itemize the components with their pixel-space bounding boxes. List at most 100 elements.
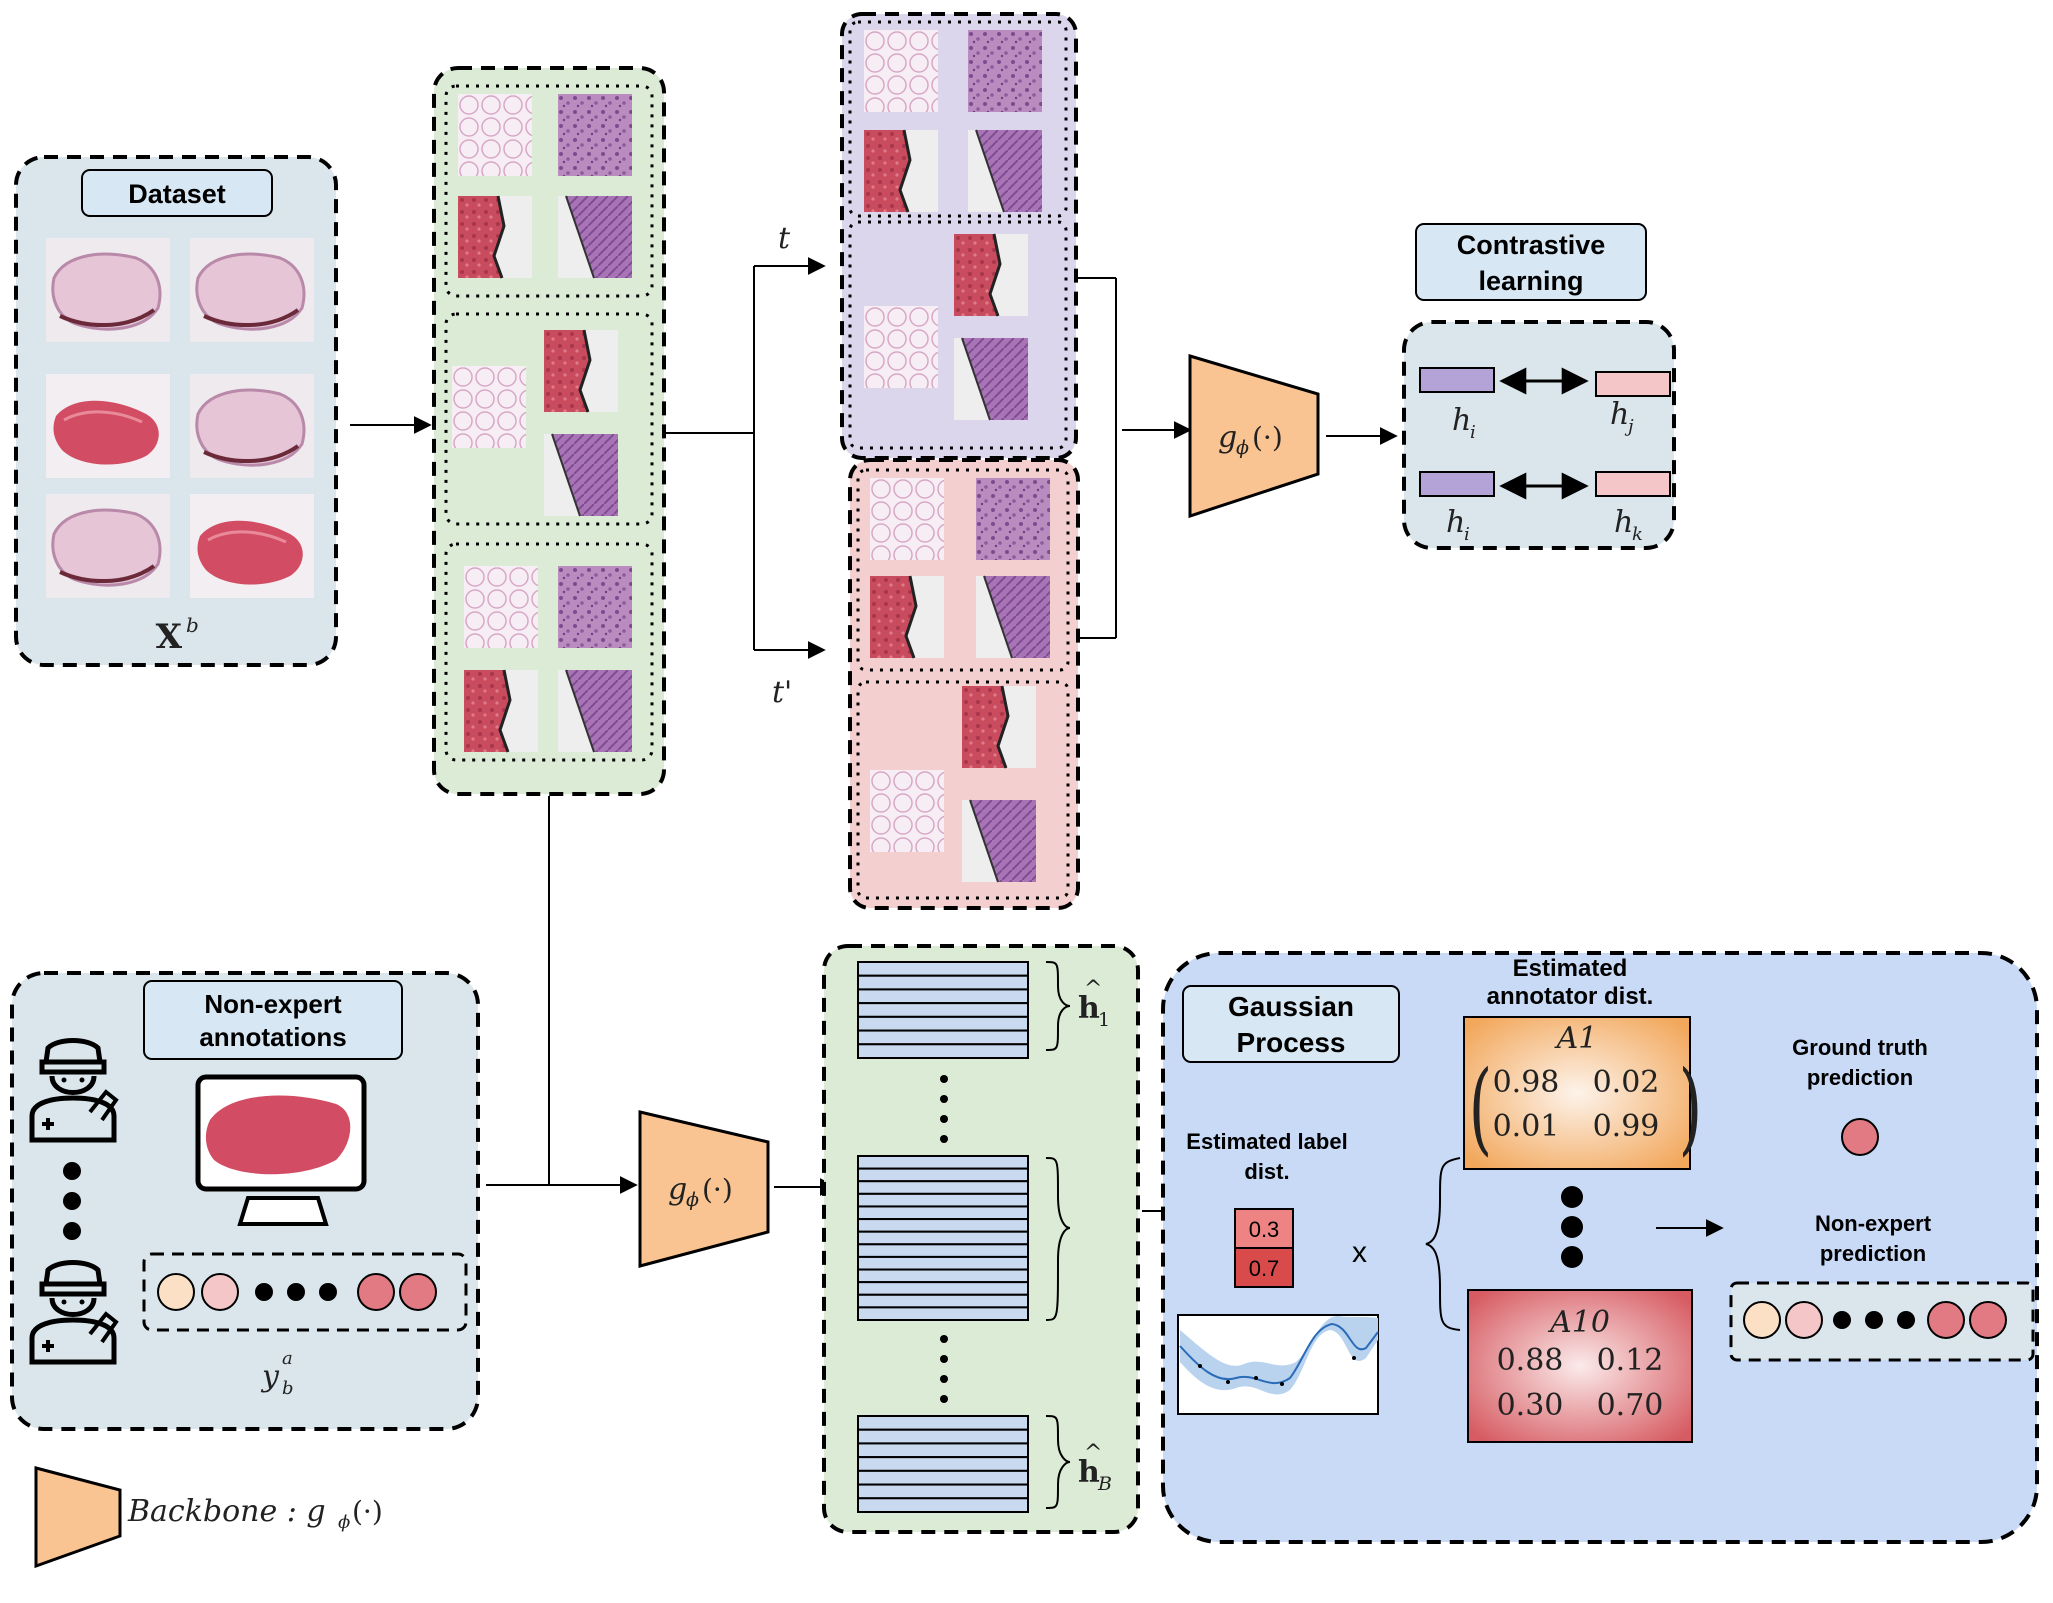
svg-text:0.88: 0.88: [1497, 1343, 1564, 1378]
svg-text:h: h: [1452, 403, 1471, 438]
svg-text:k: k: [1632, 524, 1643, 545]
ellipsis-dot: [63, 1222, 81, 1240]
backbone-legend: Backbone : g ϕ (·): [34, 1466, 383, 1569]
label-dist-cell: [1234, 1247, 1294, 1288]
dataset-title: Dataset: [128, 179, 226, 209]
embedding-row: [857, 1415, 1029, 1431]
annotation-symbol: y: [260, 1359, 280, 1394]
gp-plot: [1177, 1314, 1379, 1415]
annotation-circle: [399, 1273, 437, 1311]
slide-thumbnail: [188, 372, 316, 480]
svg-text:prediction: prediction: [1820, 1241, 1926, 1266]
embedding-hB: h: [1078, 1455, 1100, 1490]
augmented-view-t-prime: [848, 458, 1080, 910]
svg-text:0.3: 0.3: [1249, 1217, 1280, 1242]
ellipsis-dot: [287, 1283, 305, 1301]
svg-text:): ): [1679, 1050, 1702, 1166]
brace: [1045, 1157, 1071, 1321]
embedding-row: [857, 1002, 1029, 1018]
embedding-h-j: [1595, 371, 1671, 397]
patch-bags-panel: [432, 66, 666, 796]
svg-text:0.02: 0.02: [1593, 1065, 1660, 1100]
embedding-matrix: [857, 1155, 1029, 1322]
backbone-top: g ϕ (·): [1188, 353, 1320, 519]
svg-text:ϕ: ϕ: [1236, 437, 1249, 459]
svg-text:h: h: [1614, 505, 1633, 540]
svg-text:a: a: [282, 1348, 293, 1369]
svg-text:(·): (·): [352, 1495, 383, 1528]
label-dist-title: Estimated label: [1186, 1129, 1347, 1154]
non-expert-annotations-panel: Non-expert annotations y b a: [10, 971, 480, 1431]
svg-text:g: g: [668, 1172, 687, 1207]
ellipsis-dot: [1561, 1246, 1583, 1268]
svg-text:ϕ: ϕ: [686, 1189, 699, 1211]
dataset-symbol: X: [156, 617, 183, 657]
svg-text:1: 1: [1098, 1009, 1110, 1031]
non-expert-prediction-title: Non-expert: [1815, 1211, 1932, 1236]
svg-text:i: i: [1464, 524, 1470, 545]
patch-bag: [444, 84, 654, 298]
embedding-row: [857, 974, 1029, 991]
svg-text:0.70: 0.70: [1597, 1388, 1664, 1423]
embedding-row: [857, 988, 1029, 1005]
embedding-row: [857, 1255, 1029, 1271]
contrastive-title: Contrastive: [1457, 230, 1606, 260]
annotation-circle: [157, 1273, 195, 1311]
embedding-row: [857, 1205, 1029, 1221]
brace: [1045, 961, 1071, 1051]
embedding-row: [857, 1428, 1029, 1445]
brace: [1045, 1415, 1071, 1509]
svg-text:(·): (·): [1252, 421, 1283, 454]
embedding-h1: h: [1078, 991, 1100, 1026]
svg-text:h: h: [1610, 397, 1629, 432]
ellipsis-dot: [63, 1192, 81, 1210]
svg-text:h: h: [1446, 505, 1465, 540]
ground-truth-circle: [1841, 1118, 1879, 1156]
embedding-h-k: [1595, 471, 1671, 497]
annotator-matrix-a1: A1 ( ) 0.98 0.02 0.01 0.99: [1463, 1016, 1702, 1170]
slide-thumbnail: [44, 372, 172, 480]
contrastive-learning-panel: Contrastive learning h i h j h i h k: [1402, 223, 1676, 550]
annotation-circle: [201, 1273, 239, 1311]
svg-text:0.7: 0.7: [1249, 1256, 1280, 1281]
augmentation-t: t: [778, 221, 791, 256]
svg-text:dist.: dist.: [1244, 1159, 1289, 1184]
slide-thumbnail: [188, 492, 316, 600]
embedding-row: [857, 1218, 1029, 1233]
dataset-superscript: b: [186, 613, 199, 637]
ellipsis-dot: [255, 1283, 273, 1301]
embedding-row: [857, 1483, 1029, 1500]
embedding-row: [857, 1043, 1029, 1060]
annotator-matrix-a10: A10 0.88 0.12 0.30 0.70: [1467, 1289, 1693, 1443]
embedding-row: [857, 1243, 1029, 1258]
dataset-panel: Dataset X b: [14, 155, 338, 667]
svg-text:A1: A1: [1554, 1021, 1598, 1056]
annotations-title: Non-expert: [204, 989, 342, 1019]
annotator-dist-title: Estimated: [1513, 955, 1628, 982]
monitor-icon: [195, 1074, 367, 1226]
svg-text:0.12: 0.12: [1597, 1343, 1664, 1378]
ground-truth-title: Ground truth: [1792, 1035, 1928, 1060]
svg-text:B: B: [1097, 1473, 1112, 1495]
svg-text:learning: learning: [1478, 266, 1583, 296]
embedding-row: [857, 1155, 1029, 1170]
embedding-row: [857, 1281, 1029, 1296]
annotation-sequence: [142, 1252, 468, 1332]
slide-thumbnail: [44, 492, 172, 600]
embedding-matrix: [857, 1415, 1029, 1514]
embedding-row: [857, 1015, 1029, 1032]
svg-text:0.99: 0.99: [1593, 1109, 1660, 1144]
embeddings-panel: h 1 ^ h B ^: [822, 944, 1140, 1534]
embedding-row: [857, 961, 1029, 977]
slide-thumbnail: [188, 236, 316, 344]
augmentation-t-prime: t': [772, 675, 792, 710]
embedding-row: [857, 1456, 1029, 1472]
svg-text:^: ^: [1084, 1441, 1102, 1466]
svg-text:annotations: annotations: [199, 1022, 346, 1052]
annotation-circle: [357, 1273, 395, 1311]
backbone-legend-shape: [34, 1466, 122, 1569]
augmented-view-t: [840, 12, 1078, 460]
ellipsis-dot: [1561, 1216, 1583, 1238]
gaussian-process-panel: Gaussian Process Estimated label dist. 0…: [1161, 951, 2039, 1544]
